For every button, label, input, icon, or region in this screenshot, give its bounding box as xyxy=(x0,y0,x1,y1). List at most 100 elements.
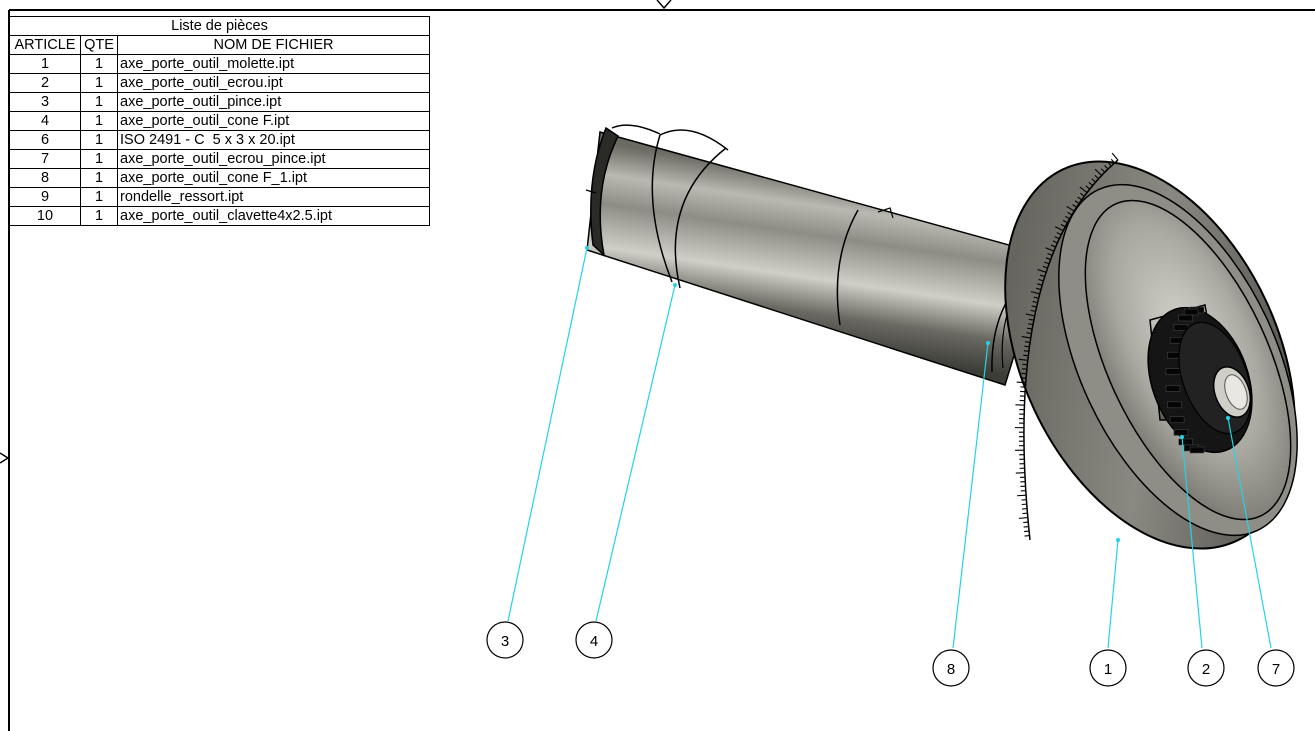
scale-tick xyxy=(1067,211,1073,216)
cell-filename: axe_porte_outil_cone F.ipt xyxy=(117,111,430,131)
scale-tick xyxy=(1033,296,1039,299)
knurl-ridge xyxy=(1189,446,1205,454)
scale-tick xyxy=(1038,278,1044,282)
cell-article: 4 xyxy=(9,111,81,131)
scale-tick xyxy=(1032,300,1038,304)
cell-article: 3 xyxy=(9,92,81,112)
parts-list-header-row: ARTICLE QTE NOM DE FICHIER xyxy=(9,35,430,55)
cell-filename: axe_porte_outil_clavette4x2.5.ipt xyxy=(117,206,430,226)
scale-tick xyxy=(1030,309,1036,312)
center-pin xyxy=(1212,366,1252,418)
scale-tick xyxy=(1027,323,1034,326)
scale-tick xyxy=(1100,168,1106,173)
balloon-label: 4 xyxy=(590,633,598,650)
table-row: 1 1 axe_porte_outil_molette.ipt xyxy=(9,54,430,74)
knurl-ridge xyxy=(1178,438,1194,446)
table-row: 4 1 axe_porte_outil_cone F.ipt xyxy=(9,111,430,131)
table-row: 9 1 rondelle_ressort.ipt xyxy=(9,187,430,207)
scale-tick xyxy=(1037,283,1043,286)
scale-tick xyxy=(1074,200,1080,204)
header-filename: NOM DE FICHIER xyxy=(117,35,430,55)
knurl-ridge xyxy=(1178,314,1194,322)
scale-tick xyxy=(1054,226,1064,232)
header-qty: QTE xyxy=(80,35,118,55)
balloon-3: 3 xyxy=(486,621,524,659)
scale-tick xyxy=(1056,232,1062,236)
cell-article: 1 xyxy=(9,54,81,74)
scale-tick xyxy=(1021,336,1031,339)
cell-filename: axe_porte_outil_ecrou.ipt xyxy=(117,73,430,93)
parts-list-table: Liste de pièces ARTICLE QTE NOM DE FICHI… xyxy=(9,16,430,226)
balloon-label: 1 xyxy=(1104,661,1112,678)
parts-list-title-row: Liste de pièces xyxy=(9,16,430,36)
collet-end xyxy=(585,124,661,258)
scale-tick xyxy=(1085,185,1091,190)
cell-article: 8 xyxy=(9,168,81,188)
cell-filename: axe_porte_outil_pince.ipt xyxy=(117,92,430,112)
cell-article: 9 xyxy=(9,187,81,207)
scale-tick xyxy=(1104,165,1109,170)
scale-tick xyxy=(1024,534,1030,537)
scale-tick xyxy=(1072,204,1077,208)
cell-article: 10 xyxy=(9,206,81,226)
knurl-ridge xyxy=(1165,385,1181,392)
knurl-ridge xyxy=(1167,401,1182,409)
balloon-label: 2 xyxy=(1202,661,1210,678)
scale-tick xyxy=(1022,363,1028,366)
scale-tick xyxy=(1045,247,1055,252)
cell-qty: 1 xyxy=(80,92,118,112)
scale-tick xyxy=(1042,265,1048,269)
scale-tick xyxy=(1088,181,1094,186)
table-row: 7 1 axe_porte_outil_ecrou_pince.ipt xyxy=(9,149,430,169)
scale-tick xyxy=(1107,161,1112,167)
balloon-8: 8 xyxy=(932,649,970,687)
scale-tick xyxy=(1018,517,1028,519)
scale-tick xyxy=(1027,327,1033,330)
table-row: 6 1 ISO 2491 - C 5 x 3 x 20.ipt xyxy=(9,130,430,150)
scale-tick xyxy=(1024,530,1030,533)
table-row: 2 1 axe_porte_outil_ecrou.ipt xyxy=(9,73,430,93)
scale-tick xyxy=(1094,174,1099,180)
scale-tick xyxy=(1052,240,1058,244)
scale-tick xyxy=(1031,305,1037,308)
scale-tick xyxy=(1017,494,1027,497)
knurl-ridge xyxy=(1165,368,1181,375)
scale-tick xyxy=(1111,152,1119,161)
scale-tick xyxy=(1024,341,1031,343)
scale-tick xyxy=(1023,350,1029,352)
balloon-4: 4 xyxy=(575,621,613,659)
cell-qty: 1 xyxy=(80,111,118,131)
knurl-ridge xyxy=(1183,308,1199,316)
scale-tick xyxy=(1018,358,1028,361)
balloon-7: 7 xyxy=(1257,649,1295,687)
scale-tick xyxy=(1062,219,1068,224)
cell-article: 7 xyxy=(9,149,81,169)
scale-tick xyxy=(1054,236,1060,240)
table-row: 3 1 axe_porte_outil_pince.ipt xyxy=(9,92,430,112)
cell-qty: 1 xyxy=(80,130,118,150)
cell-filename: axe_porte_outil_ecrou_pince.ipt xyxy=(117,149,430,169)
scale-tick xyxy=(1110,158,1116,164)
scale-tick xyxy=(1016,381,1026,384)
balloon-label: 8 xyxy=(947,661,955,678)
scale-tick xyxy=(1035,287,1042,291)
balloon-2: 2 xyxy=(1187,649,1225,687)
balloon-label: 3 xyxy=(501,633,509,650)
cell-filename: axe_porte_outil_molette.ipt xyxy=(117,54,430,74)
cell-qty: 1 xyxy=(80,149,118,169)
scale-tick xyxy=(1079,186,1088,194)
cell-article: 2 xyxy=(9,73,81,93)
scale-tick xyxy=(1091,178,1096,183)
cell-qty: 1 xyxy=(80,73,118,93)
cell-qty: 1 xyxy=(80,187,118,207)
scale-tick xyxy=(1039,274,1045,278)
scale-tick xyxy=(1050,244,1056,248)
leaders xyxy=(507,246,1272,649)
scale-tick xyxy=(1047,253,1053,256)
scale-tick xyxy=(1024,345,1030,348)
shaft xyxy=(586,129,1046,386)
parts-list-title: Liste de pièces xyxy=(9,16,430,36)
balloon-label: 7 xyxy=(1272,661,1280,678)
table-row: 10 1 axe_porte_outil_clavette4x2.5.ipt xyxy=(9,206,430,226)
